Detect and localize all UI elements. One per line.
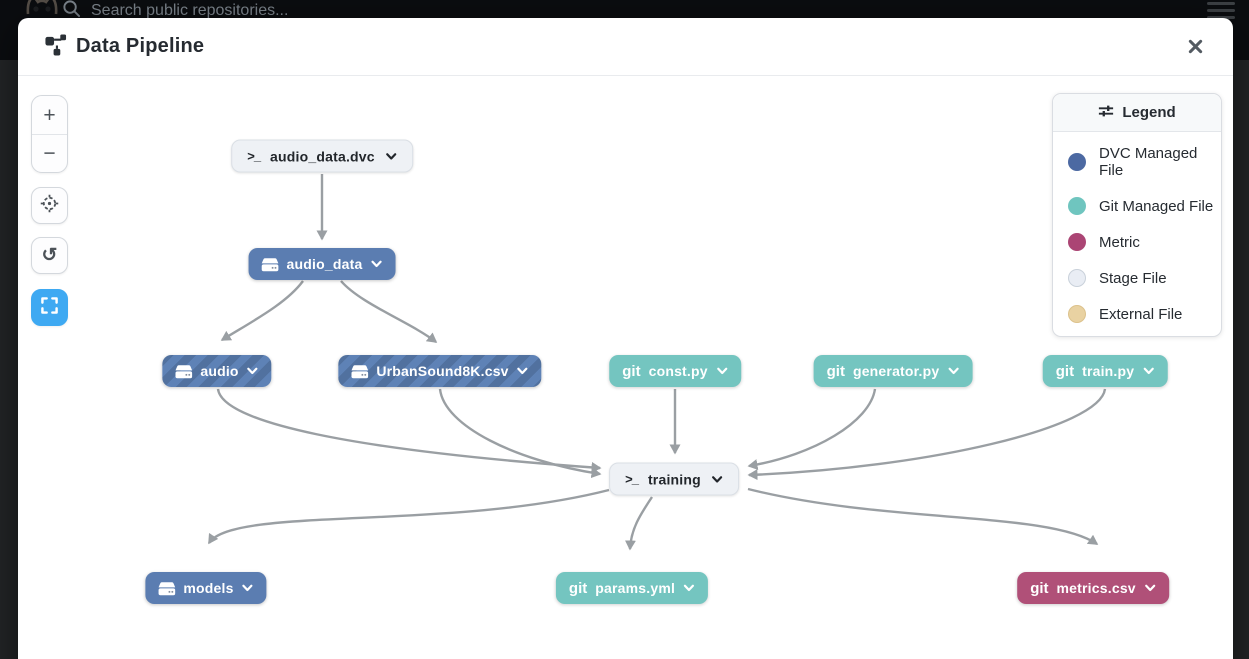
pipeline-edges [207,174,1107,551]
git-icon: git [826,362,845,380]
git-icon: git [1055,362,1075,380]
legend-item-label: Stage File [1099,269,1167,287]
chevron-down-icon [711,473,723,485]
zoom-in-button[interactable]: + [32,96,67,134]
close-icon[interactable] [1181,33,1209,61]
node-audio_data[interactable]: audio_data [248,248,396,280]
legend-title: Legend [1122,104,1176,121]
chevron-down-icon [1142,365,1154,377]
node-urbansound[interactable]: UrbanSound8K.csv [338,355,542,387]
modal-title: Data Pipeline [76,35,205,57]
sliders-icon [1098,103,1114,123]
chevron-down-icon [517,365,529,377]
node-label: generator.py [852,363,940,379]
chevron-down-icon [385,150,397,162]
node-audio[interactable]: audio [162,355,272,387]
legend-item: DVC Managed File [1053,132,1221,188]
node-label: const.py [648,363,708,379]
legend-item: Metric [1053,224,1221,260]
node-label: audio [200,363,239,379]
search-placeholder: Search public repositories... [91,2,289,19]
edge-urbansound-to-training [438,388,602,479]
node-const_py[interactable]: git const.py [609,355,741,387]
center-view-button[interactable] [31,187,68,224]
legend-color-dot [1068,153,1086,171]
crosshair-icon [40,194,59,218]
menu-icon[interactable] [1207,2,1235,19]
legend-item: External File [1053,296,1221,336]
legend-item-label: Git Managed File [1099,197,1214,215]
chevron-down-icon [683,582,695,594]
legend-item: Stage File [1053,260,1221,296]
data-pipeline-modal: Data Pipeline >_ audio_data.dvc audio_data… [18,18,1233,659]
storage-drive-icon [351,364,369,379]
edge-training-to-metrics_csv [747,487,1099,545]
edge-training-to-models [207,488,610,545]
modal-header: Data Pipeline [18,18,1233,76]
terminal-icon: >_ [247,148,261,164]
edge-audio_data-to-audio [220,280,304,342]
chevron-down-icon [247,365,259,377]
legend-header: Legend [1053,94,1221,132]
node-label: train.py [1082,363,1135,379]
storage-drive-icon [261,257,279,272]
dagshub-logo[interactable] [22,0,62,25]
node-train_py[interactable]: git train.py [1042,355,1168,387]
node-label: models [183,580,234,596]
chevron-down-icon [1144,582,1156,594]
chevron-down-icon [716,365,728,377]
node-metrics_csv[interactable]: git metrics.csv [1017,572,1169,604]
legend-color-dot [1068,305,1086,323]
edge-generator_py-to-training [747,388,877,471]
fullscreen-button[interactable] [31,289,68,326]
node-label: metrics.csv [1056,580,1136,596]
storage-drive-icon [158,581,176,596]
legend-color-dot [1068,233,1086,251]
storage-drive-icon [175,364,193,379]
reset-view-button[interactable]: ↺ [31,237,68,274]
legend-item: Git Managed File [1053,188,1221,224]
node-label: training [647,471,701,487]
legend-color-dot [1068,197,1086,215]
pipeline-icon [44,33,67,61]
node-models[interactable]: models [145,572,267,604]
edge-training-to-params_yml [624,496,653,551]
chevron-down-icon [370,258,382,270]
legend-item-label: External File [1099,305,1183,323]
node-label: params.yml [595,580,676,596]
node-generator_py[interactable]: git generator.py [813,355,973,387]
git-icon: git [568,579,588,597]
node-label: audio_data [286,256,363,272]
node-audio_data_dvc[interactable]: >_ audio_data.dvc [231,139,413,173]
edge-audio_data-to-urbansound [340,280,438,343]
zoom-control-group: + − [31,95,68,173]
node-params_yml[interactable]: git params.yml [555,572,709,604]
node-label: audio_data.dvc [270,148,375,164]
search-input[interactable]: Search public repositories... [62,0,288,26]
node-training[interactable]: >_ training [609,462,739,496]
chevron-down-icon [947,365,959,377]
rotate-ccw-icon: ↺ [41,245,58,266]
edge-train_py-to-training [747,388,1107,481]
node-label: UrbanSound8K.csv [376,363,509,379]
zoom-out-button[interactable]: − [32,134,67,172]
search-icon [62,0,81,23]
legend-color-dot [1068,269,1086,287]
chevron-down-icon [242,582,254,594]
git-icon: git [622,362,641,380]
terminal-icon: >_ [625,471,639,487]
legend-item-label: DVC Managed File [1099,145,1198,179]
fullscreen-icon [41,296,58,319]
legend-item-label: Metric [1099,233,1140,251]
git-icon: git [1030,579,1049,597]
edge-audio-to-training [216,388,602,473]
